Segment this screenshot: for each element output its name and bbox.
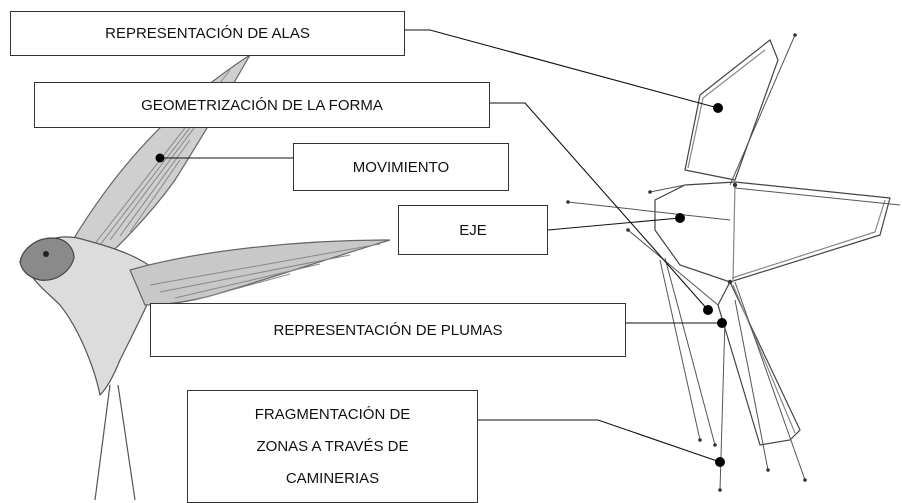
- leader-lines: [160, 29, 722, 463]
- label-representacion-alas: REPRESENTACIÓN DE ALAS: [10, 11, 405, 56]
- leader-fragmentacion: [478, 419, 721, 463]
- label-representacion-plumas: REPRESENTACIÓN DE PLUMAS: [150, 303, 626, 357]
- fragmentacion-line-2: ZONAS A TRAVÉS DE: [256, 437, 409, 455]
- geo-middle-body: [654, 181, 891, 283]
- swallow-head: [19, 237, 75, 281]
- leader-geometrizacion: [490, 102, 709, 311]
- fragmentacion-line-1: FRAGMENTACIÓN DE: [254, 405, 411, 423]
- dot-plumas: [717, 318, 727, 328]
- swallow-tail: [94, 384, 136, 501]
- leader-dots: [155, 103, 727, 467]
- dot-alas: [713, 103, 723, 113]
- geo-lower-strip: [717, 280, 801, 446]
- geo-top-wing: [684, 39, 779, 181]
- dot-fragmentacion: [715, 457, 725, 467]
- dot-geometrizacion: [703, 305, 713, 315]
- label-fragmentacion-zonas: FRAGMENTACIÓN DE ZONAS A TRAVÉS DE CAMIN…: [187, 390, 478, 503]
- label-eje: EJE: [398, 205, 548, 255]
- label-movimiento: MOVIMIENTO: [293, 143, 509, 191]
- geometric-figure: [566, 33, 901, 492]
- fragmentacion-line-3: CAMINERIAS: [285, 469, 380, 487]
- leader-eje: [547, 217, 681, 231]
- geo-paths: [567, 34, 901, 491]
- dot-eje: [675, 213, 685, 223]
- label-geometrizacion-forma: GEOMETRIZACIÓN DE LA FORMA: [34, 82, 490, 128]
- dot-movimiento: [155, 153, 165, 163]
